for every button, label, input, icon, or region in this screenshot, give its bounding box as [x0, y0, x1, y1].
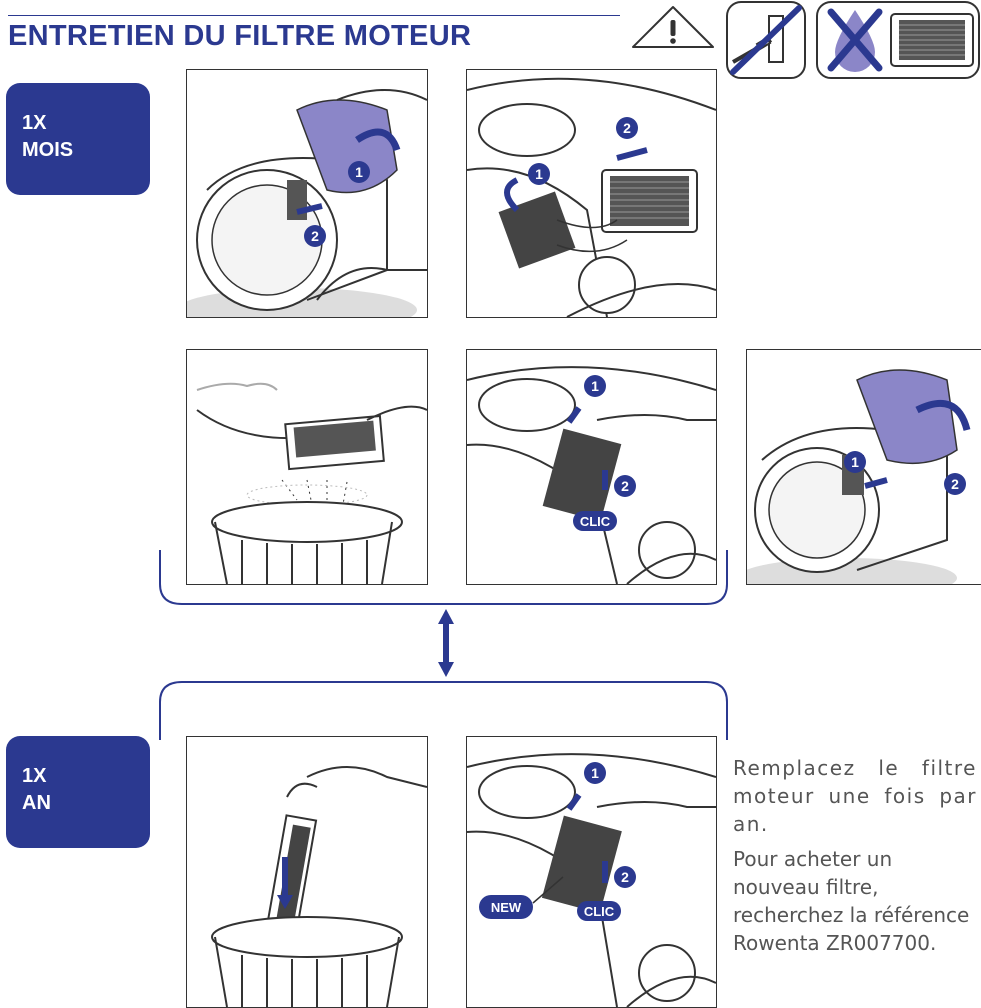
frequency-monthly-badge: 1X MOIS: [6, 83, 150, 195]
step-4-callout-1: 1: [591, 378, 599, 394]
no-water-icon: [815, 0, 981, 80]
step-7-callout-2: 2: [621, 869, 629, 885]
step-7-insert-new-filter-panel: 1 2 CLIC NEW: [466, 736, 717, 1008]
top-rule: [8, 15, 620, 16]
step-7-callout-1: 1: [591, 765, 599, 781]
frequency-monthly-unit: MOIS: [22, 139, 74, 161]
frequency-monthly-count: 1X: [22, 112, 47, 134]
step-2-remove-filter-panel: 1 2: [466, 69, 717, 318]
page-title: ENTRETIEN DU FILTRE MOTEUR: [8, 20, 472, 52]
frequency-yearly-unit: AN: [22, 792, 51, 814]
step-3-tap-filter-panel: [186, 349, 428, 585]
step-4-clic-label: CLIC: [580, 514, 611, 529]
frequency-yearly-badge: 1X AN: [6, 736, 150, 848]
step-1-callout-2: 2: [311, 228, 319, 244]
step-1-callout-1: 1: [355, 164, 363, 180]
replacement-frequency-text: Remplacez le filtre moteur une fois par …: [733, 756, 977, 836]
purchase-reference-text: Pour acheter un nouveau filtre, recherch…: [733, 847, 970, 955]
step-2-callout-1: 1: [535, 166, 543, 182]
frequency-yearly-count: 1X: [22, 765, 47, 787]
step-4-callout-2: 2: [621, 478, 629, 494]
filter-icon: [890, 13, 974, 67]
no-unplugged-icon: [725, 0, 807, 80]
step-2-callout-2: 2: [623, 120, 631, 136]
step-7-new-badge: NEW: [491, 900, 522, 915]
step-5-callout-2: 2: [951, 476, 959, 492]
step-1-open-cover-panel: 1 2: [186, 69, 428, 318]
warning-icon: [629, 3, 717, 51]
step-4-insert-filter-panel: 1 2 CLIC: [466, 349, 717, 585]
step-5-callout-1: 1: [851, 454, 859, 470]
replacement-instructions: Remplacez le filtre moteur une fois par …: [733, 754, 977, 964]
step-5-close-cover-panel: 1 2: [746, 349, 981, 585]
step-7-clic-label: CLIC: [584, 904, 615, 919]
step-6-discard-filter-panel: [186, 736, 428, 1008]
